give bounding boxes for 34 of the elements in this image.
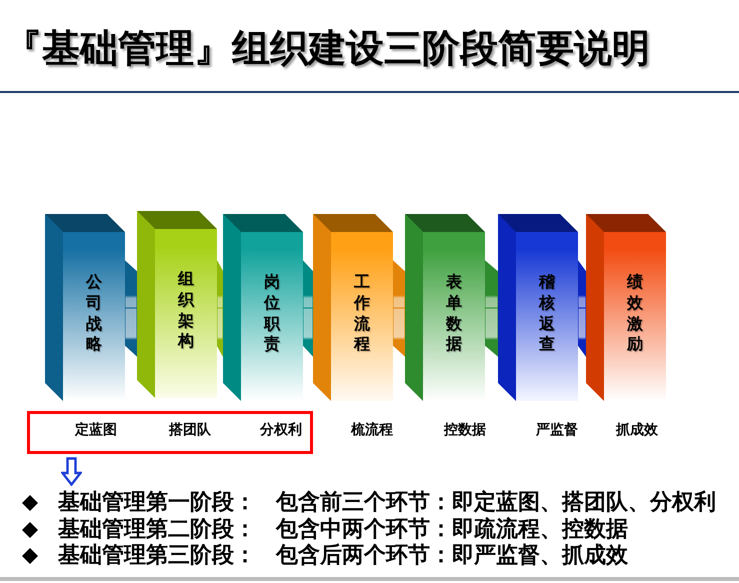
stage-heading: 基础管理第三阶段： (58, 543, 256, 570)
block-label: 公司战略 (86, 272, 102, 356)
3d-block (45, 214, 125, 401)
connector-tab (124, 260, 138, 358)
step-caption: 分权利 (260, 421, 302, 439)
block-label: 绩效激励 (627, 272, 643, 356)
step-caption: 严监督 (536, 421, 578, 439)
3d-block (137, 211, 217, 398)
3d-block (498, 214, 578, 401)
step-caption: 搭团队 (169, 421, 211, 439)
connector-tab (578, 259, 586, 358)
stage-description: 包含中两个环节：即疏流程、控数据 (276, 516, 628, 543)
connector-tab (484, 260, 498, 358)
connector-tab (392, 260, 406, 358)
block-label: 稽核返查 (539, 272, 555, 356)
step-caption: 控数据 (444, 421, 486, 439)
stage-heading: 基础管理第二阶段： (58, 516, 256, 543)
connector-tab (302, 260, 314, 358)
page-title: 『基础管理』组织建设三阶段简要说明 (4, 25, 650, 71)
3d-block (223, 214, 303, 401)
connector-tab (216, 260, 224, 356)
stage-description: 包含后两个环节：即严监督、抓成效 (276, 543, 628, 570)
step-caption: 抓成效 (616, 421, 658, 439)
stage-heading: 基础管理第一阶段： (58, 490, 256, 516)
step-caption: 梳流程 (351, 421, 393, 439)
block-label: 组织架构 (178, 268, 194, 352)
block-label: 工作流程 (354, 272, 370, 356)
block-label: 表单数据 (446, 272, 462, 356)
3d-block (586, 214, 666, 401)
3d-block (405, 214, 485, 401)
block-label: 岗位职责 (264, 272, 280, 356)
3d-block (313, 214, 393, 401)
step-caption: 定蓝图 (75, 421, 117, 439)
stage-description: 包含前三个环节：即定蓝图、搭团队、分权利 (276, 490, 716, 516)
